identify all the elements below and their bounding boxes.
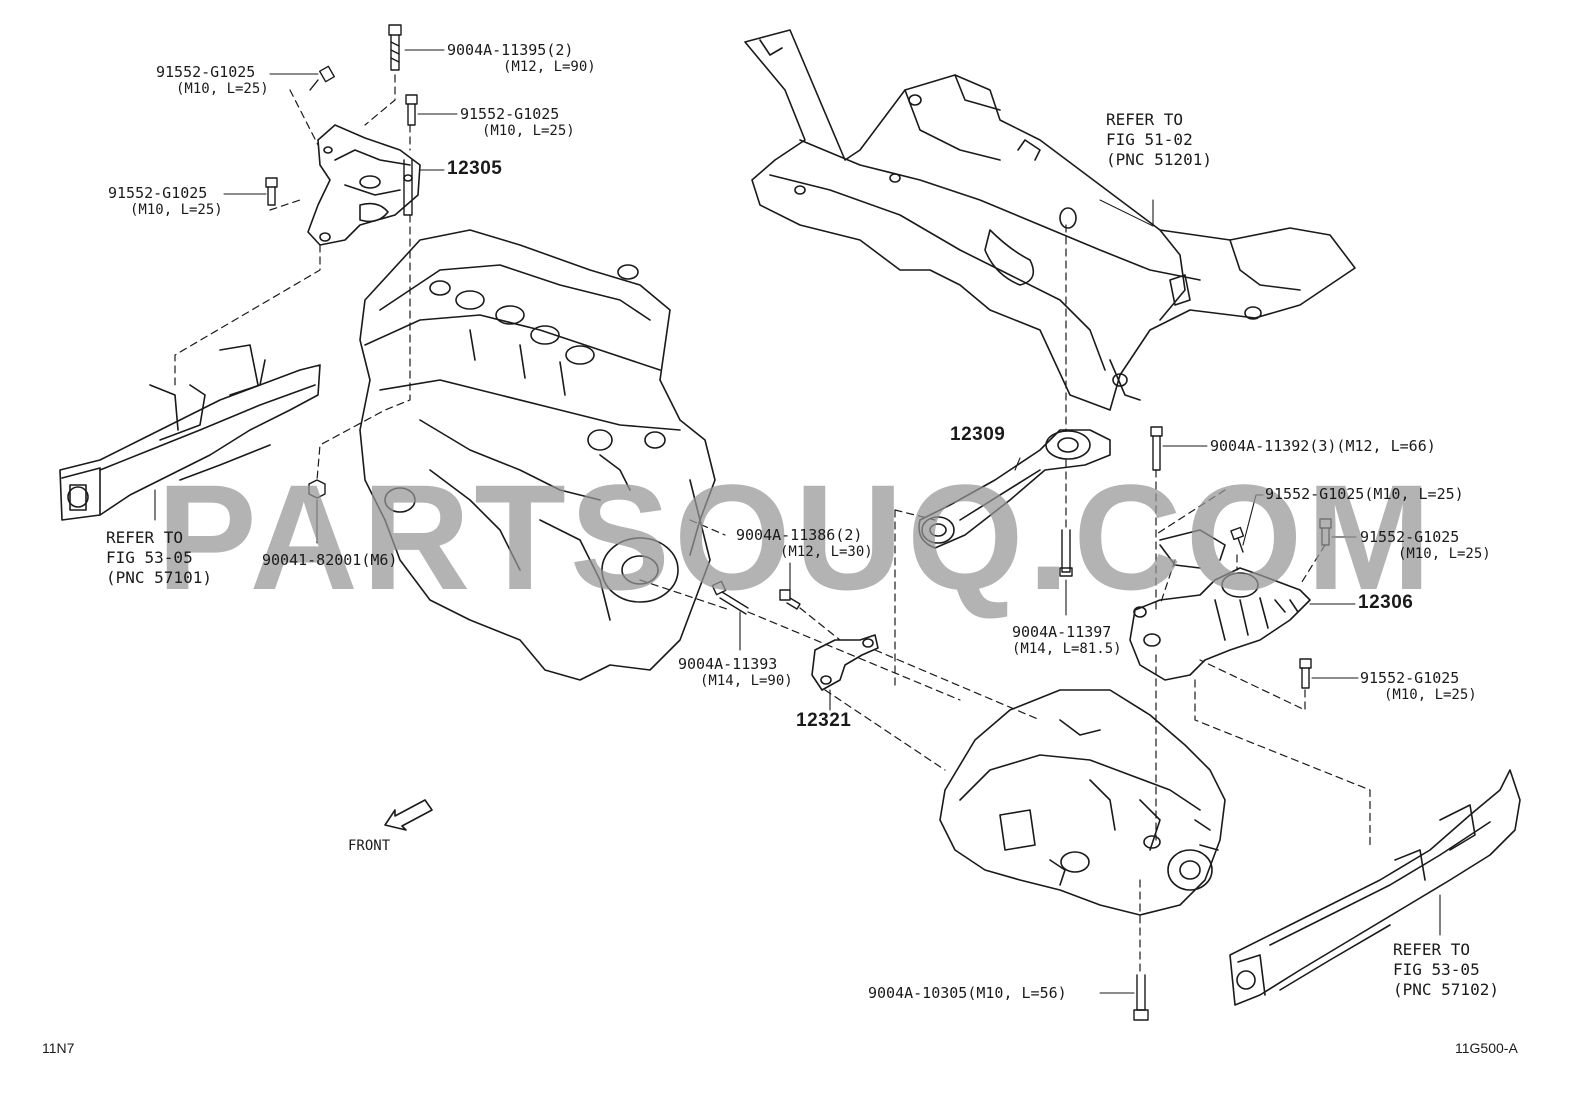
callout-part-number: 9004A-11386(2) [736, 526, 863, 544]
callout-spec: (M10, L=25) [130, 202, 223, 218]
callout-12305[interactable]: 12305 [447, 158, 503, 179]
callout-spec: (M14, L=81.5) [1012, 641, 1122, 657]
leader-lines [154, 49, 1441, 994]
reference-line: REFER TO [1106, 110, 1184, 129]
callout-91552-g1025-d[interactable]: 91552-G1025(M10, L=25) [1265, 485, 1464, 503]
callout-spec: (M10, L=25) [482, 123, 575, 139]
callout-91552-g1025-f[interactable]: 91552-G1025 (M10, L=25) [1360, 670, 1477, 704]
callout-spec: (M10, L=25) [176, 81, 269, 97]
callout-part-number: 9004A-11395(2) [447, 41, 574, 59]
callout-91552-g1025-a[interactable]: 91552-G1025 (M10, L=25) [156, 64, 269, 98]
reference-line: REFER TO [1393, 940, 1471, 959]
callout-part-number: 91552-G1025 [108, 184, 208, 202]
callout-9004a-11393[interactable]: 9004A-11393 (M14, L=90) [678, 656, 793, 690]
callout-91552-g1025-c[interactable]: 91552-G1025 (M10, L=25) [108, 185, 223, 219]
callout-9004a-11392[interactable]: 9004A-11392(3)(M12, L=66) [1210, 437, 1436, 455]
callout-part-number: 91552-G1025 [156, 63, 256, 81]
callout-part-number: 9004A-11397 [1012, 623, 1112, 641]
callout-spec: (M14, L=90) [700, 673, 793, 689]
callout-91552-g1025-b[interactable]: 91552-G1025 (M10, L=25) [460, 106, 575, 140]
engine-drawing [359, 229, 716, 681]
reference-line: FIG 53-05 [1393, 960, 1480, 979]
reference-note-pnc-51201[interactable]: REFER TO FIG 51-02 (PNC 51201) [1106, 110, 1212, 170]
callout-91552-g1025-e[interactable]: 91552-G1025 (M10, L=25) [1360, 529, 1491, 563]
right-side-member-drawing [1229, 769, 1521, 1006]
reference-line: (PNC 57101) [106, 568, 212, 587]
transaxle-drawing [939, 689, 1226, 916]
engine-mount-12305-drawing [307, 124, 421, 246]
bolts-drawing [265, 24, 1332, 1021]
callout-part-number: 91552-G1025 [1360, 528, 1460, 546]
crossmember-drawing [744, 29, 1356, 411]
callout-part-number: 91552-G1025 [460, 105, 560, 123]
callout-90041-82001[interactable]: 90041-82001(M6) [262, 551, 398, 569]
reference-line: FIG 53-05 [106, 548, 193, 567]
callout-spec: (M10, L=25) [1398, 546, 1491, 562]
reference-line: (PNC 51201) [1106, 150, 1212, 169]
reference-line: (PNC 57102) [1393, 980, 1499, 999]
callout-part-number: 9004A-11393 [678, 655, 778, 673]
callout-12309[interactable]: 12309 [950, 424, 1006, 445]
callout-9004a-10305[interactable]: 9004A-10305(M10, L=56) [868, 984, 1067, 1002]
torque-rod-12309-drawing [918, 429, 1111, 549]
callout-spec: (M10, L=25) [1384, 687, 1477, 703]
figure-code-right: 11G500-A [1455, 1040, 1518, 1056]
transmission-mount-12306-drawing [1129, 529, 1311, 681]
callout-spec: (M12, L=30) [780, 544, 873, 560]
callout-9004a-11395[interactable]: 9004A-11395(2) (M12, L=90) [447, 42, 596, 76]
bracket-12321-drawing [811, 634, 879, 691]
callout-12306[interactable]: 12306 [1358, 592, 1414, 613]
front-label: FRONT [348, 838, 391, 854]
figure-code-left: 11N7 [42, 1040, 75, 1056]
callout-12321[interactable]: 12321 [796, 710, 852, 731]
left-side-member-drawing [59, 344, 321, 521]
callout-part-number: 91552-G1025 [1360, 669, 1460, 687]
callout-spec: (M12, L=90) [503, 59, 596, 75]
front-arrow-icon [384, 799, 433, 831]
callout-9004a-11386[interactable]: 9004A-11386(2) (M12, L=30) [736, 527, 873, 561]
reference-note-pnc-57101[interactable]: REFER TO FIG 53-05 (PNC 57101) [106, 528, 212, 588]
callout-9004a-11397[interactable]: 9004A-11397 (M14, L=81.5) [1012, 624, 1122, 658]
reference-line: REFER TO [106, 528, 184, 547]
reference-line: FIG 51-02 [1106, 130, 1193, 149]
alignment-dashed-lines [174, 74, 1371, 976]
reference-note-pnc-57102[interactable]: REFER TO FIG 53-05 (PNC 57102) [1393, 940, 1499, 1000]
